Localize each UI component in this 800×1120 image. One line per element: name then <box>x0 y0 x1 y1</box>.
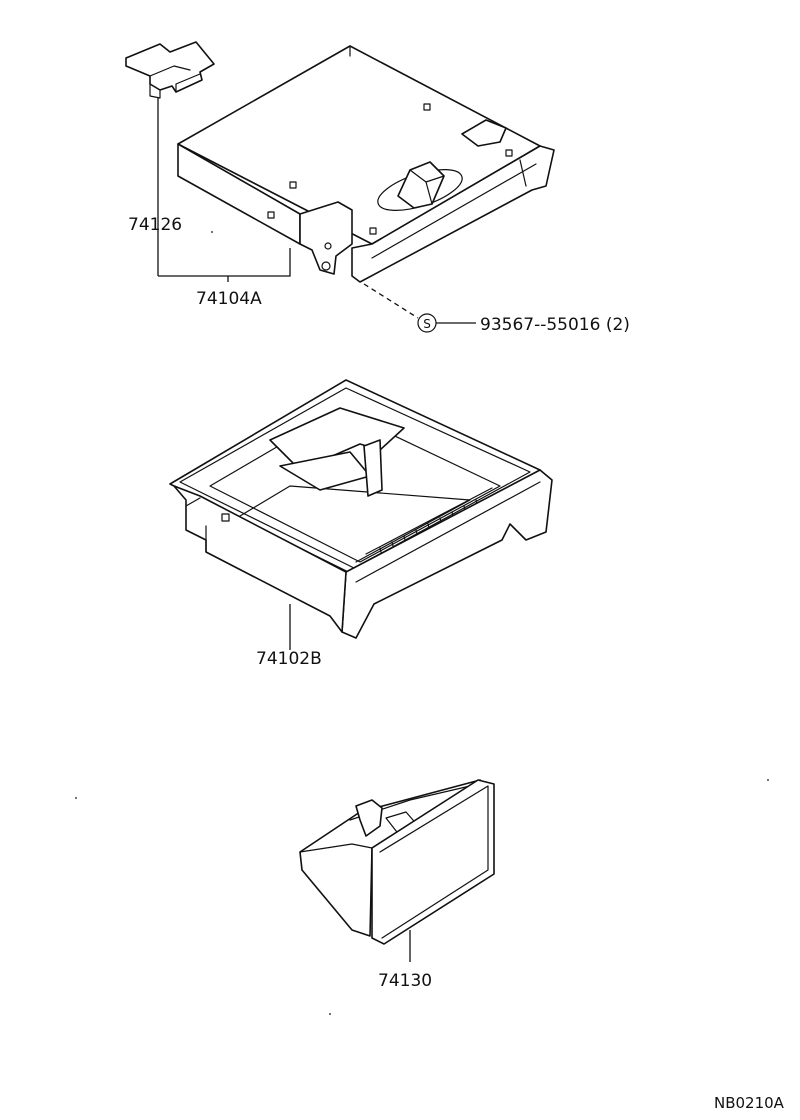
screw-dashed-leader <box>363 283 419 319</box>
ashtray-74130-drawing <box>299 779 495 945</box>
speck <box>329 1013 331 1015</box>
speck <box>211 231 213 233</box>
label-74126: 74126 <box>128 215 182 235</box>
label-74130: 74130 <box>378 971 432 991</box>
label-74102b: 74102B <box>256 649 322 669</box>
speck <box>767 779 769 781</box>
label-74104a: 74104A <box>196 289 262 309</box>
screw-symbol-letter: S <box>423 317 431 331</box>
housing-74102b-drawing <box>169 379 553 639</box>
label-screw: 93567--55016 (2) <box>480 315 630 335</box>
speck <box>75 797 77 799</box>
drawing-code: NB0210A <box>714 1094 785 1112</box>
holder-74104a-drawing <box>177 45 555 283</box>
leader-74104a <box>158 248 291 277</box>
clip-74126-drawing <box>125 41 215 99</box>
